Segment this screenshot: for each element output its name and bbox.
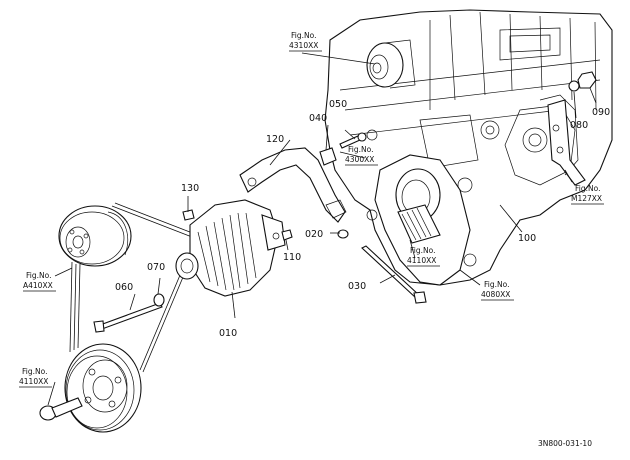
svg-text:M127XX: M127XX xyxy=(571,194,602,203)
svg-text:Fig.No.: Fig.No. xyxy=(484,280,509,289)
fan-pulley xyxy=(58,205,132,267)
part-number-labels: 010 020 030 040 050 060 070 080 090 100 … xyxy=(115,99,610,339)
v-belt xyxy=(69,202,196,373)
svg-text:4310XX: 4310XX xyxy=(289,41,318,50)
part-label-100: 100 xyxy=(518,233,536,244)
part-label-040: 040 xyxy=(309,113,327,124)
drawing-code: 3N800-031-10 xyxy=(538,439,592,448)
crankshaft-pulley xyxy=(39,343,142,433)
part-label-070: 070 xyxy=(147,262,165,273)
part-label-010: 010 xyxy=(219,328,237,339)
svg-text:4110XX: 4110XX xyxy=(407,256,436,265)
svg-text:Fig.No.: Fig.No. xyxy=(575,184,600,193)
svg-text:Fig.No.: Fig.No. xyxy=(26,271,51,280)
figure-reference-labels: Fig.No. 4310XX Fig.No. 4300XX Fig.No. M1… xyxy=(19,31,604,388)
part-label-120: 120 xyxy=(266,134,284,145)
svg-text:Fig.No.: Fig.No. xyxy=(410,246,435,255)
adjusting-bracket xyxy=(239,147,347,223)
small-parts xyxy=(93,71,597,333)
fig-ref-4110-shaft: Fig.No. 4110XX xyxy=(407,246,440,267)
alternator xyxy=(175,199,286,297)
svg-text:Fig.No.: Fig.No. xyxy=(348,145,373,154)
fig-ref-4310: Fig.No. 4310XX xyxy=(289,31,322,52)
svg-text:4080XX: 4080XX xyxy=(481,290,510,299)
part-label-080: 080 xyxy=(570,120,588,131)
fig-ref-M127: Fig.No. M127XX xyxy=(571,184,604,205)
svg-text:4300XX: 4300XX xyxy=(345,155,374,164)
fig-ref-4080: Fig.No. 4080XX xyxy=(481,280,514,301)
fan-drive-pulley xyxy=(366,39,416,89)
part-label-030: 030 xyxy=(348,281,366,292)
svg-text:Fig.No.: Fig.No. xyxy=(291,31,316,40)
part-label-110: 110 xyxy=(283,252,301,263)
part-label-050: 050 xyxy=(329,99,347,110)
leader-lines xyxy=(47,52,597,406)
part-label-090: 090 xyxy=(592,107,610,118)
svg-text:A410XX: A410XX xyxy=(23,281,53,290)
svg-text:4110XX: 4110XX xyxy=(19,377,48,386)
fig-ref-A410: Fig.No. A410XX xyxy=(23,271,56,292)
fig-ref-4300: Fig.No. 4300XX xyxy=(345,145,378,166)
part-label-020: 020 xyxy=(305,229,323,240)
svg-text:Fig.No.: Fig.No. xyxy=(22,367,47,376)
water-pump xyxy=(374,154,471,286)
fig-ref-4110-pulley: Fig.No. 4110XX xyxy=(19,367,52,388)
part-label-060: 060 xyxy=(115,282,133,293)
part-label-130: 130 xyxy=(181,183,199,194)
